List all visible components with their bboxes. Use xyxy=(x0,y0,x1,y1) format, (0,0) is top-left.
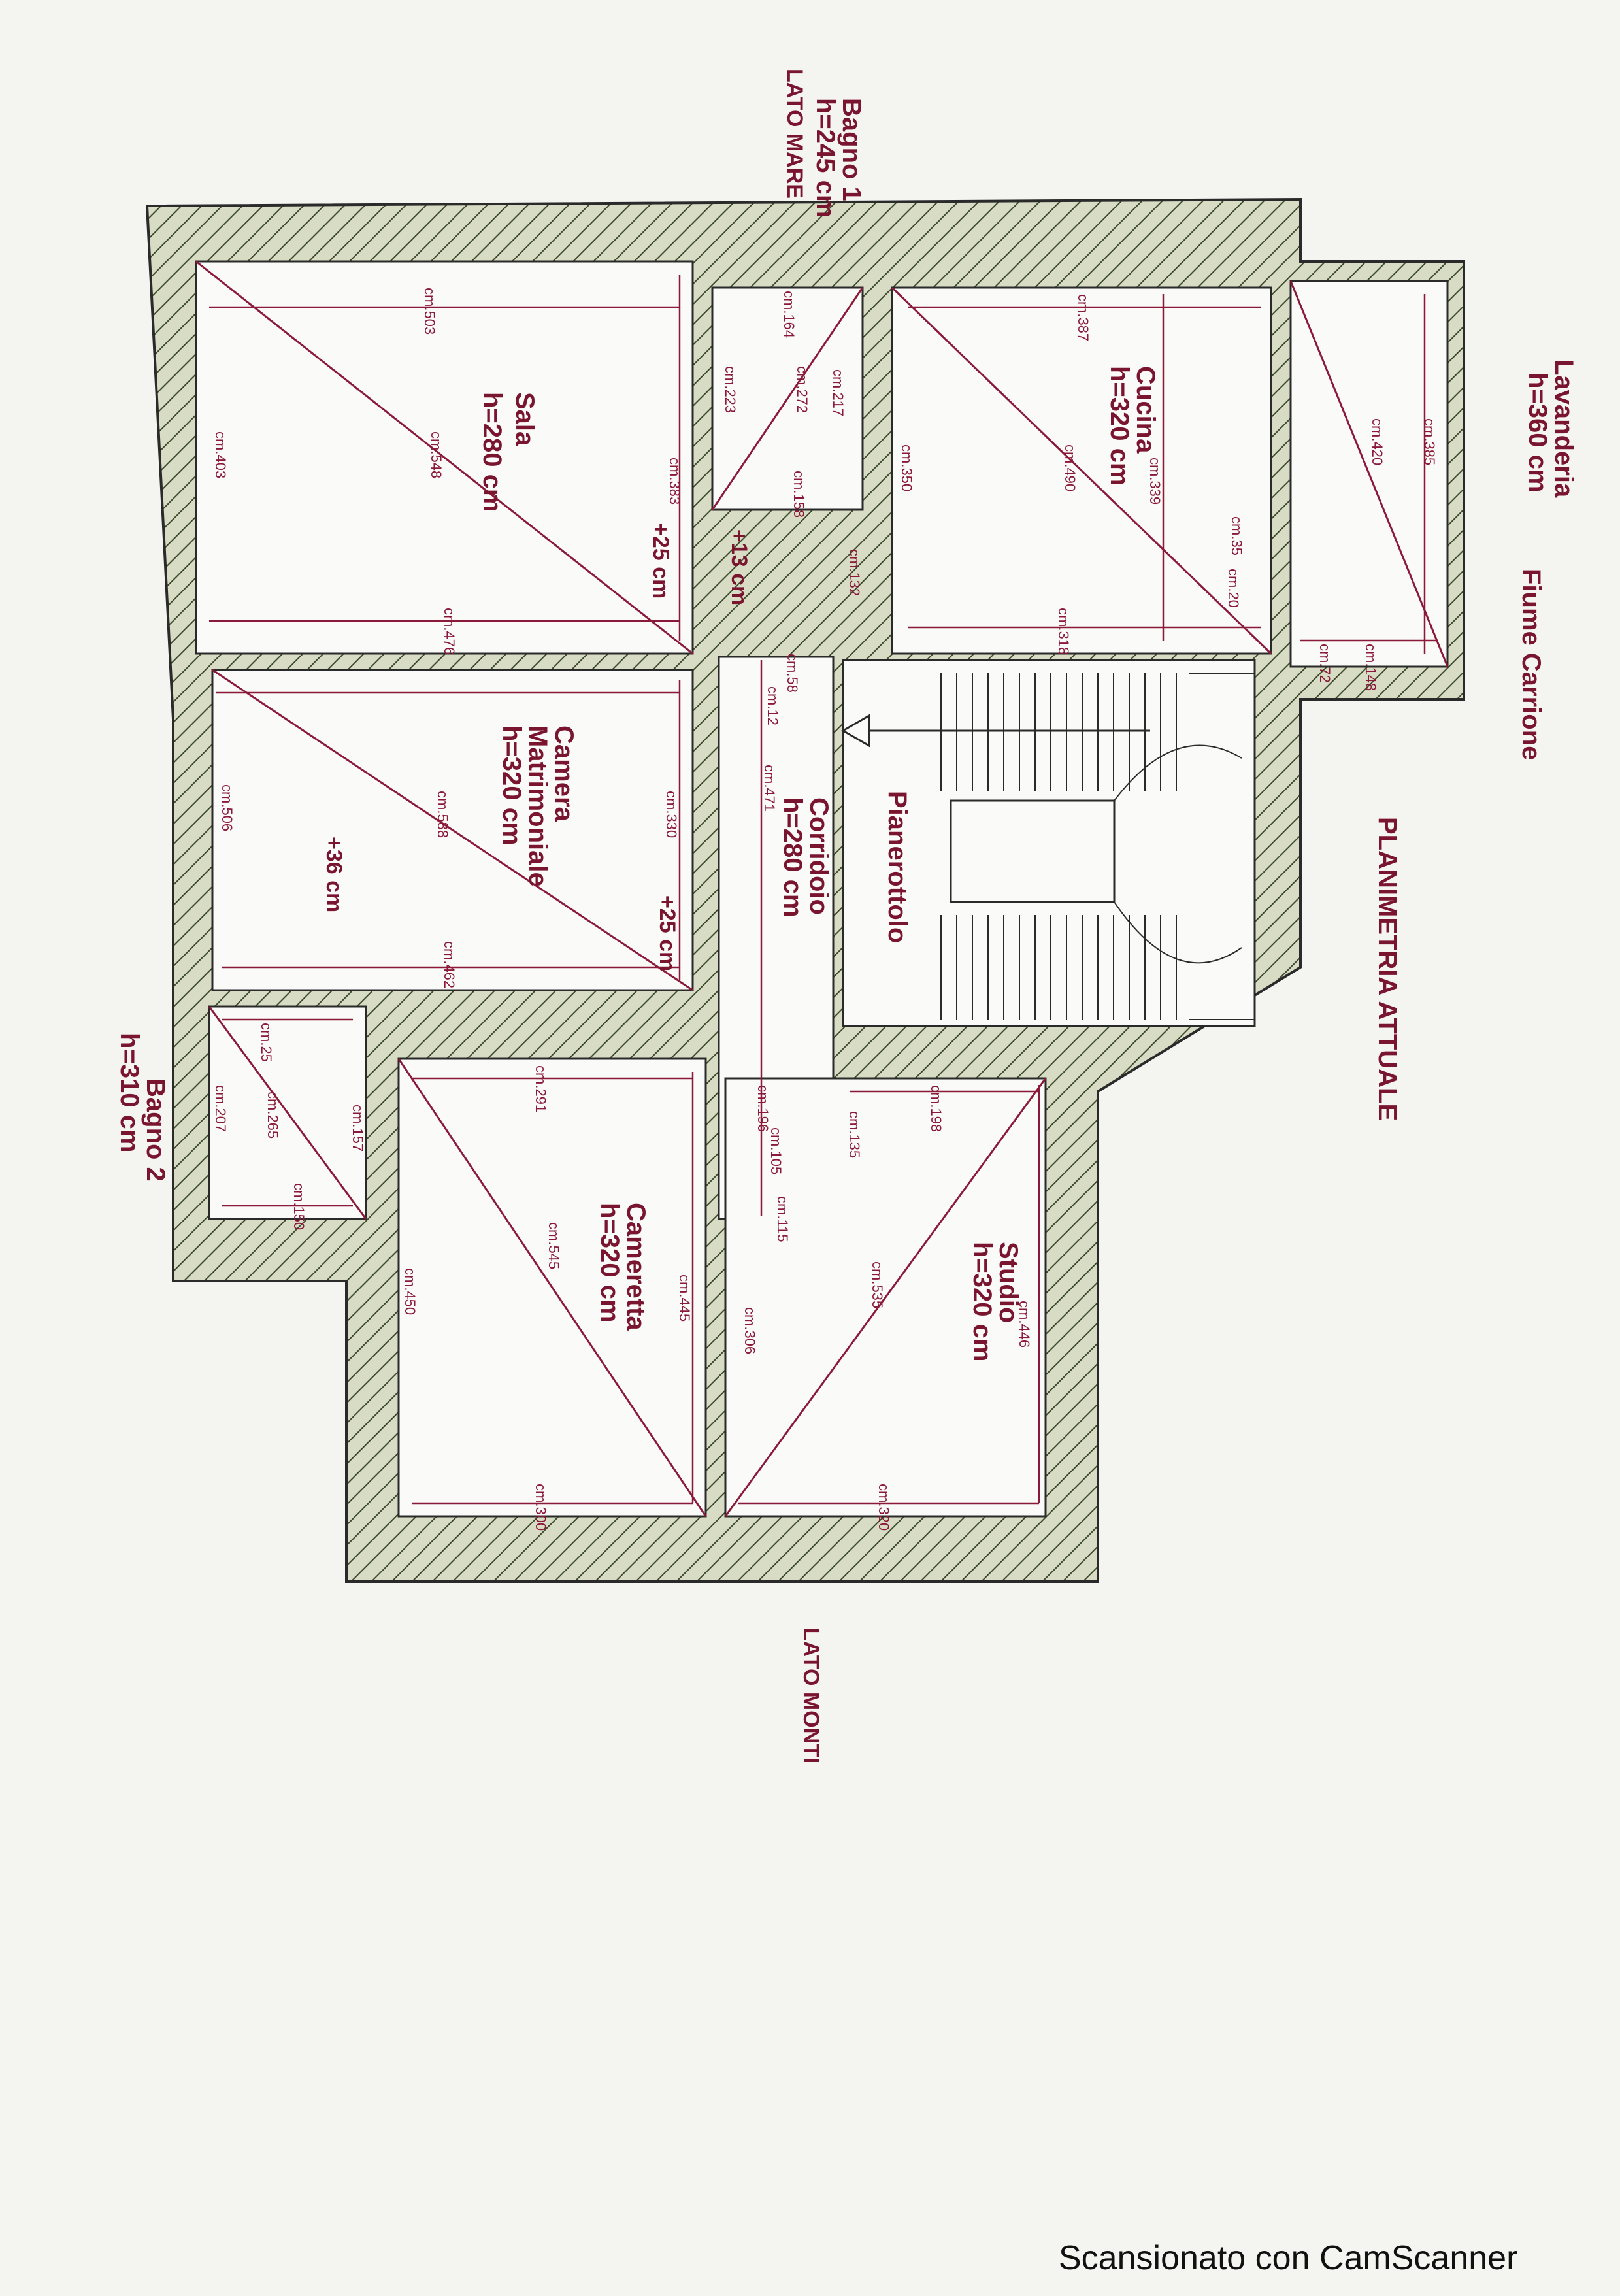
room-label-bagno2-height: h=310 cm xyxy=(115,1033,144,1152)
dimension-label: cm.196 xyxy=(755,1085,771,1132)
dimension-label: cm.158 xyxy=(791,471,807,518)
dimension-label: cm.58 xyxy=(784,654,801,693)
dimension-label: cm.198 xyxy=(928,1085,944,1132)
dimension-label: cm.385 xyxy=(1421,418,1438,465)
stair-direction-arrow xyxy=(840,714,1150,748)
room-label-cucina-name: Cucina xyxy=(1131,366,1160,454)
dimension-label: cm.548 xyxy=(428,431,444,478)
dimension-label: cm.35 xyxy=(1229,516,1245,556)
dimension-label: cm.535 xyxy=(869,1261,885,1308)
room-label-corridoio-name: Corridoio xyxy=(804,797,833,915)
room-label-camera-line2: Matrimoniale xyxy=(523,725,552,887)
dimension-label: cm.545 xyxy=(546,1222,562,1269)
room-label-cameretta-name: Cameretta xyxy=(621,1203,650,1331)
level-note: +13 cm xyxy=(727,529,752,605)
dimension-label: cm.490 xyxy=(1062,444,1078,491)
dimension-label: cm.403 xyxy=(212,431,229,478)
dimension-label: cm.383 xyxy=(667,458,683,505)
scanner-watermark: Scansionato con CamScanner xyxy=(1059,2239,1518,2277)
room-label-pianerottolo-name: Pianerottolo xyxy=(883,791,912,943)
dimension-label: cm.462 xyxy=(441,941,457,988)
room-label-bagno1-name: Bagno 1 xyxy=(837,98,866,201)
dimension-label: cm.150 xyxy=(291,1183,307,1230)
stair-landing-curve xyxy=(1114,673,1255,1020)
dimension-label: cm.471 xyxy=(761,765,778,812)
level-note: +36 cm xyxy=(322,837,346,912)
stairwell-void xyxy=(950,799,1116,903)
level-note: +25 cm xyxy=(655,895,680,971)
dimension-label: cm.25 xyxy=(258,1023,274,1062)
dimension-label: cm.300 xyxy=(533,1484,549,1531)
river-label: Fiume Carrione xyxy=(1517,569,1546,760)
dimension-label: cm.148 xyxy=(1363,644,1379,691)
dimension-label: cm.115 xyxy=(774,1196,791,1242)
room-label-bagno1-height: h=245 cm xyxy=(811,98,840,218)
level-notes: +25 cm +13 cm +36 cm +25 cm xyxy=(322,523,752,971)
diagonal-lines xyxy=(195,260,1449,1517)
dimension-label: cm.306 xyxy=(742,1307,758,1354)
dimension-label: cm.387 xyxy=(1075,294,1091,341)
dimension-label: cm.12 xyxy=(765,686,781,725)
dimension-label: cm.446 xyxy=(1016,1301,1033,1348)
dimension-label: cm.72 xyxy=(1317,644,1333,683)
dimension-label: cm.318 xyxy=(1055,608,1072,655)
dimension-label: cm.339 xyxy=(1147,458,1163,505)
room-label-lavanderia-name: Lavanderia xyxy=(1549,359,1578,498)
dimension-label: cm.223 xyxy=(722,366,738,413)
sea-side-label: LATO MARE xyxy=(782,69,807,199)
dimension-label: cm.588 xyxy=(435,791,451,838)
room-label-bagno2-name: Bagno 2 xyxy=(141,1078,170,1182)
level-note: +25 cm xyxy=(648,523,673,599)
dimension-label: cm.272 xyxy=(794,366,810,413)
room-label-cameretta-height: h=320 cm xyxy=(595,1203,624,1322)
dimension-label: cm.135 xyxy=(846,1111,863,1158)
room-label-sala-name: Sala xyxy=(510,392,539,446)
plan-title: PLANIMETRIA ATTUALE xyxy=(1373,817,1402,1121)
dimension-label: cm.350 xyxy=(899,444,915,491)
dimension-label: cm.207 xyxy=(212,1085,229,1132)
dimension-label: cm.420 xyxy=(1369,418,1385,465)
room-label-lavanderia-height: h=360 cm xyxy=(1523,373,1552,492)
dimension-label: cm.476 xyxy=(441,608,457,655)
room-label-cucina-height: h=320 cm xyxy=(1105,366,1134,486)
dimension-label: cm.132 xyxy=(846,549,863,596)
dimension-label: cm.445 xyxy=(676,1274,693,1322)
dimension-label: cm.105 xyxy=(768,1127,784,1174)
dimension-labels: cm.503 cm.403 cm.548 cm.383 cm.476 cm.164 cm.2… xyxy=(212,288,1438,1531)
room-label-camera-line1: Camera xyxy=(550,725,578,822)
dimension-label: cm.450 xyxy=(402,1268,418,1315)
dimension-label: cm.503 xyxy=(422,288,438,335)
room-label-studio-name: Studio xyxy=(994,1242,1023,1323)
dimension-label: cm.20 xyxy=(1225,569,1242,608)
mountain-side-label: LATO MONTI xyxy=(799,1627,823,1763)
room-label-sala-height: h=280 cm xyxy=(478,392,506,512)
staircase xyxy=(940,673,1255,1020)
dimension-label: cm.291 xyxy=(533,1065,549,1112)
room-label-corridoio-height: h=280 cm xyxy=(778,797,807,917)
room-label-camera-height: h=320 cm xyxy=(497,725,526,845)
dimension-label: cm.217 xyxy=(830,369,846,416)
dimension-label: cm.506 xyxy=(219,784,235,831)
dimension-label: cm.157 xyxy=(350,1105,366,1152)
dimension-label: cm.320 xyxy=(876,1484,892,1531)
dimension-label: cm.330 xyxy=(663,791,680,838)
dimension-label: cm.164 xyxy=(781,291,797,338)
dimension-lines xyxy=(209,275,1438,1505)
dimension-label: cm.265 xyxy=(265,1091,281,1139)
room-label-studio-height: h=320 cm xyxy=(968,1242,997,1361)
